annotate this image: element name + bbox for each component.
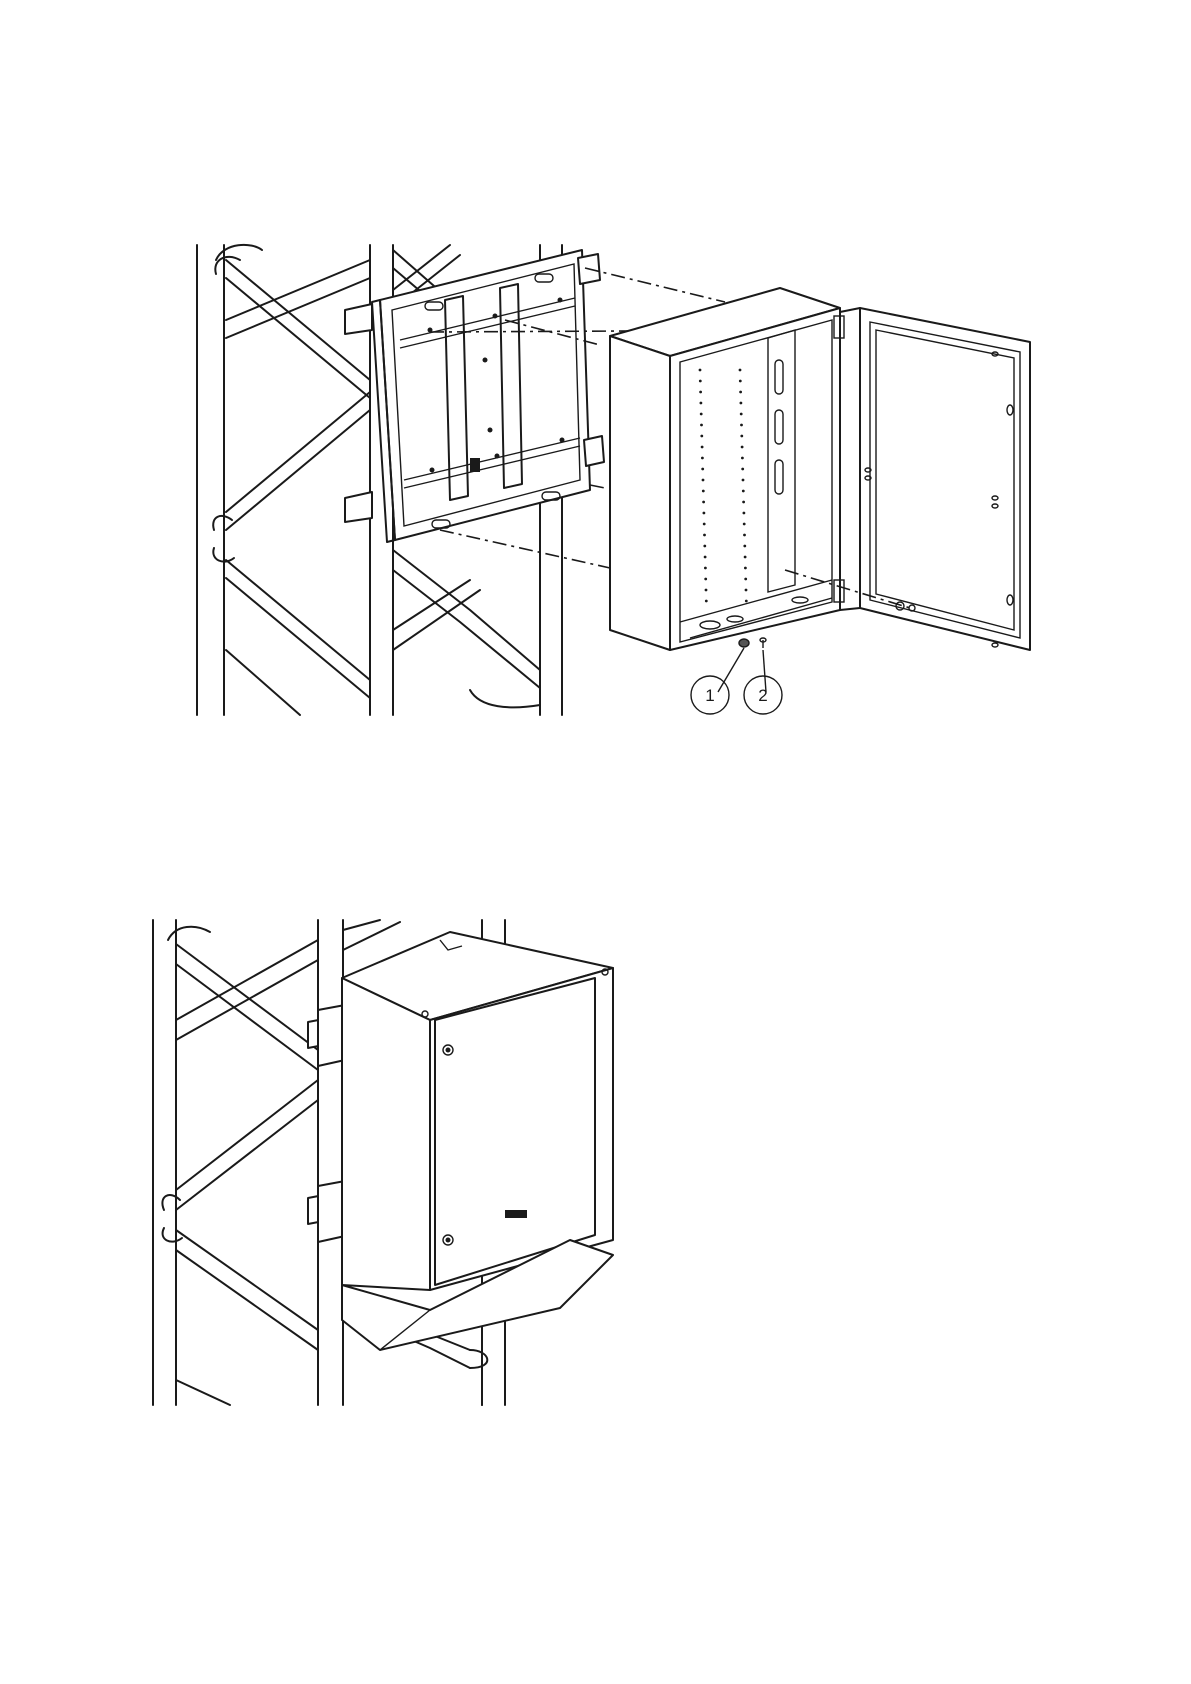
grid-hole [741,468,744,471]
grid-hole [701,446,704,449]
grid-hole [742,490,745,493]
grid-hole [704,578,707,581]
grid-hole [703,534,706,537]
grid-hole [739,391,742,394]
exploded-mounting-figure: 1 2 [0,230,1191,720]
grid-hole [743,523,746,526]
grid-hole [702,501,705,504]
screw-part [760,638,766,648]
grid-hole [741,446,744,449]
grid-hole [700,413,703,416]
callout-2-label: 2 [758,686,767,705]
grid-hole [704,567,707,570]
grid-hole [700,402,703,405]
grid-hole [704,556,707,559]
exploded-mounting-drawing: 1 2 [0,230,1191,720]
grid-hole [703,545,706,548]
grid-hole [700,424,703,427]
installed-view-figure [0,910,1191,1410]
grid-hole [740,402,743,405]
grid-hole [744,567,747,570]
enclosure-body [610,288,840,650]
callout-1: 1 [691,676,729,714]
grid-hole [740,413,743,416]
grid-hole [702,490,705,493]
grid-hole [699,391,702,394]
grid-hole [740,435,743,438]
grid-hole [701,457,704,460]
grid-hole [742,479,745,482]
grid-hole [742,501,745,504]
logo-plate [505,1210,527,1218]
grid-hole [743,512,746,515]
grid-hole [701,468,704,471]
grid-hole [699,380,702,383]
grid-hole [745,589,748,592]
grid-hole [703,523,706,526]
grid-hole [703,512,706,515]
grid-hole [700,435,703,438]
grid-hole [745,600,748,603]
grid-hole [702,479,705,482]
grid-hole [743,534,746,537]
grid-hole [740,424,743,427]
callout-2: 2 [744,676,782,714]
installed-enclosure [342,932,613,1350]
grid-hole [743,545,746,548]
grid-hole [739,380,742,383]
grid-hole [741,457,744,460]
callout-1-label: 1 [705,686,714,705]
grid-hole [699,369,702,372]
installed-view-drawing [0,910,1191,1410]
callout-leader-1 [718,648,744,692]
grid-hole [739,369,742,372]
mounting-plate [345,250,604,542]
grid-hole [705,589,708,592]
grid-hole [744,556,747,559]
washer-part [739,639,749,647]
grid-hole [705,600,708,603]
grid-hole [744,578,747,581]
